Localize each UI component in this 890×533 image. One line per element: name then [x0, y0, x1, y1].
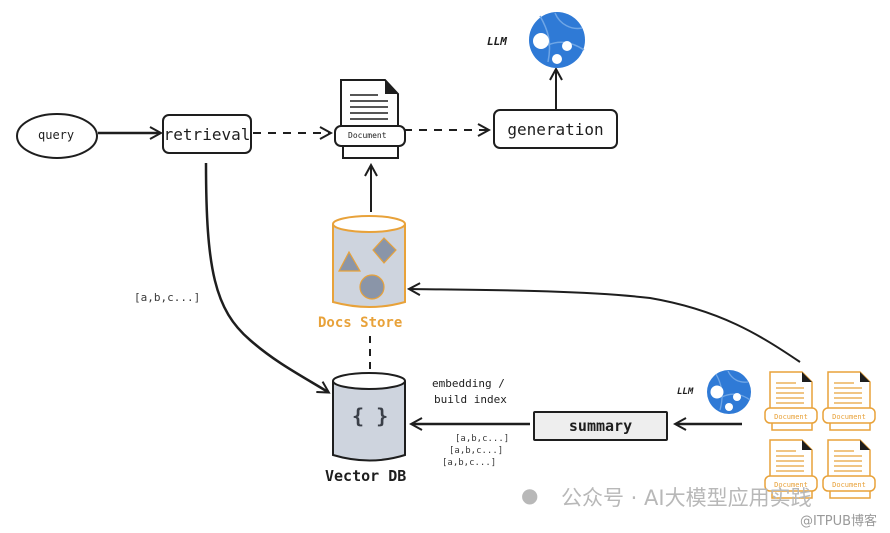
- vector-list-left-label: [a,b,c...]: [134, 291, 201, 304]
- source-document-icon: Document: [764, 439, 818, 499]
- vector-db-label: Vector DB: [325, 467, 407, 485]
- source-document-label: Document: [774, 413, 808, 421]
- document-top-icon: [334, 79, 406, 159]
- source-document-icon: Document: [822, 439, 876, 499]
- embedding-label: embedding /: [432, 377, 505, 390]
- vector-label-3: [a,b,c...]: [442, 458, 497, 468]
- source-document-icon: Document: [822, 371, 876, 431]
- source-document-label: Document: [832, 413, 866, 421]
- vector-label-2: [a,b,c...]: [449, 446, 504, 456]
- llm-top-label: LLM: [487, 35, 507, 48]
- watermark-main: 公众号 · AI大模型应用实践: [561, 486, 812, 510]
- arrow-documents-to-docs-store: [410, 289, 801, 363]
- llm-bottom-label: LLM: [677, 387, 694, 397]
- retrieval-label: retrieval: [163, 124, 251, 144]
- docs-store-cylinder[interactable]: [332, 215, 406, 308]
- llm-top-globe-icon: [529, 12, 585, 68]
- generation-label: generation: [507, 119, 604, 139]
- arrow-retrieval-to-vector-db: [204, 162, 328, 392]
- vector-label-1: [a,b,c...]: [455, 434, 510, 444]
- wechat-icon: ●: [521, 483, 539, 507]
- retrieval-node[interactable]: retrieval: [162, 114, 252, 154]
- llm-bottom-globe-icon: [707, 370, 751, 414]
- summary-label: summary: [568, 417, 633, 435]
- generation-node[interactable]: generation: [493, 109, 618, 149]
- document-top-label: Document: [348, 131, 387, 140]
- source-document-label: Document: [832, 481, 866, 489]
- build-index-label: build index: [434, 393, 507, 406]
- query-label: query: [38, 128, 75, 142]
- triangle-shape: [338, 250, 362, 272]
- source-document-label: Document: [774, 481, 808, 489]
- vector-db-icon: { }: [352, 404, 389, 428]
- watermark-sub: @ITPUB博客: [800, 514, 878, 529]
- diamond-shape: [372, 237, 397, 264]
- source-document-icon: Document: [764, 371, 818, 431]
- vector-db-cylinder[interactable]: [332, 372, 406, 462]
- docs-store-label: Docs Store: [318, 315, 403, 331]
- circle-shape: [359, 274, 385, 300]
- summary-node[interactable]: summary: [533, 411, 668, 441]
- query-node-shape[interactable]: [16, 113, 98, 159]
